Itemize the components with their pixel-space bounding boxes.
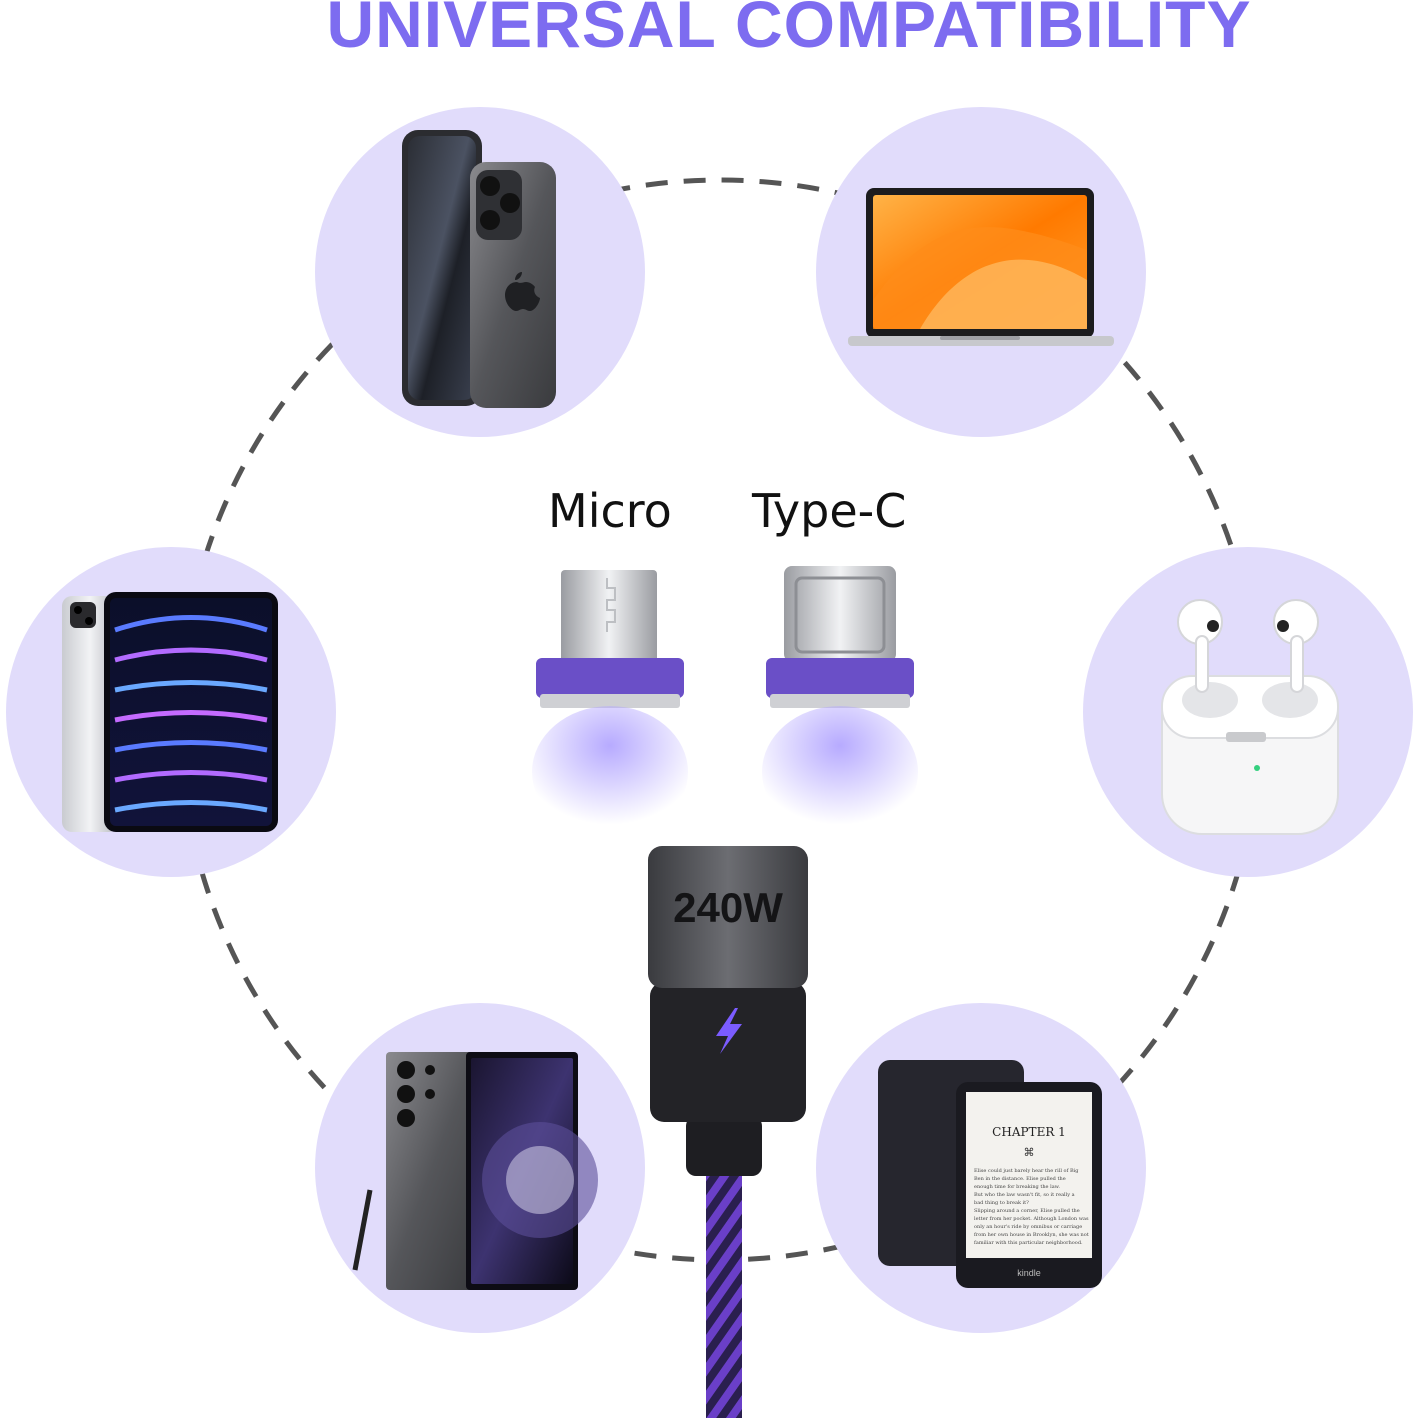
page-title: UNIVERSAL COMPATIBILITY — [326, 0, 1252, 61]
magnetic-spark-icon — [762, 706, 918, 838]
device-macbook — [816, 107, 1146, 437]
kindle-text-line: only an hour's ride by omnibus or carria… — [974, 1224, 1082, 1230]
kindle-ornament-icon: ⌘ — [1024, 1146, 1035, 1159]
cable: 240W — [648, 846, 808, 1418]
kindle-text-line: Elise could just barely hear the rill of… — [974, 1168, 1079, 1174]
kindle-text-line: enough time for breaking the law. — [974, 1184, 1060, 1190]
apple-logo-icon — [505, 272, 540, 311]
kindle-text-line: letter from her pocket. Although London … — [974, 1216, 1089, 1222]
kindle-chapter: CHAPTER 1 — [992, 1125, 1066, 1139]
kindle-text-line: But who the law wasn't fit, so it really… — [974, 1192, 1075, 1198]
typec-label: Type-C — [752, 484, 907, 538]
typec-connector — [762, 566, 918, 838]
kindle-text-line: from her own house in Brooklyn, she was … — [974, 1232, 1089, 1238]
device-galaxy — [315, 1003, 645, 1333]
kindle-text-line: bad thing to break it? — [974, 1200, 1029, 1206]
smartphone-icon — [386, 1052, 476, 1290]
device-ipad — [6, 547, 336, 877]
power-label: 240W — [673, 884, 783, 931]
device-iphone — [315, 107, 645, 437]
micro-label: Micro — [548, 484, 672, 538]
lightning-bolt-icon — [716, 1008, 742, 1054]
magnetic-spark-icon — [532, 706, 688, 838]
kindle-text-line: familiar with this particular neighborho… — [974, 1240, 1083, 1246]
cable-head — [648, 846, 808, 988]
kindle-text-line: Slipping around a corner, Elise pulled t… — [974, 1208, 1080, 1214]
kindle-brand: kindle — [1017, 1268, 1041, 1278]
device-kindle: CHAPTER 1 ⌘ Elise could just barely hear… — [816, 1003, 1146, 1333]
micro-connector — [532, 570, 688, 838]
stylus-icon — [352, 1189, 373, 1271]
kindle-text-line: Ben in the distance. Elise pulled the — [974, 1176, 1066, 1182]
device-airpods — [1083, 547, 1413, 877]
